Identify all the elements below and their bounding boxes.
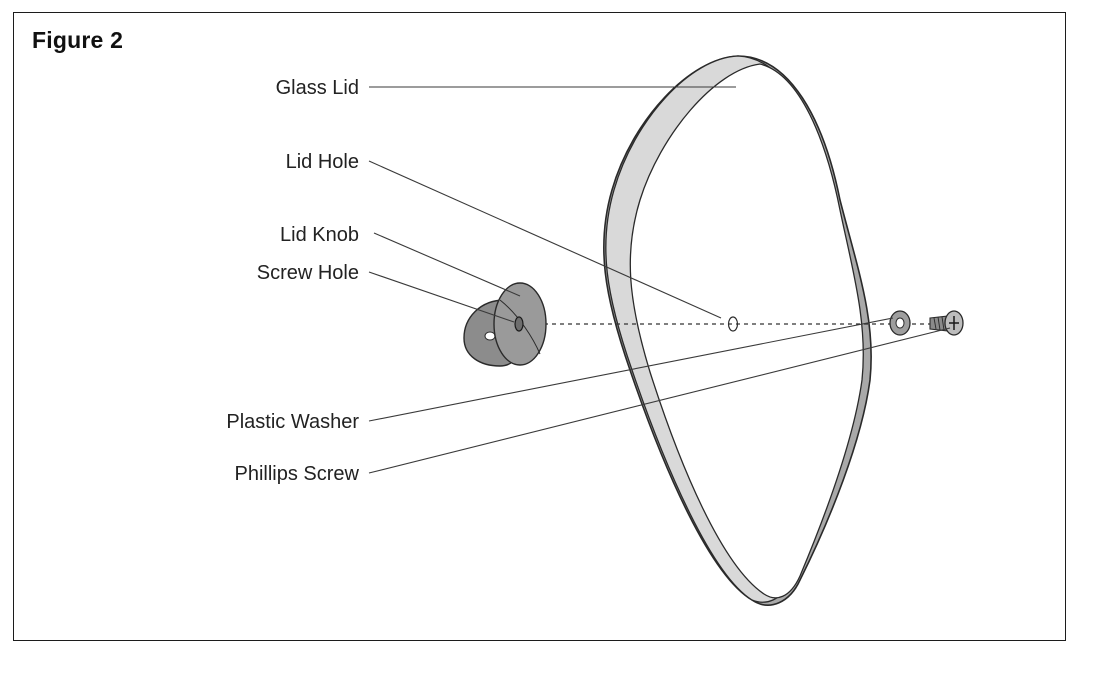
- lid-knob: [463, 282, 547, 367]
- plastic-washer-hole: [895, 317, 905, 329]
- lid-knob-rear-opening: [484, 331, 496, 341]
- screw-hole: [514, 316, 524, 332]
- phillips-cross-icon: [949, 316, 959, 330]
- lid-knob-shading: [499, 299, 541, 355]
- glass-lid-inner-edge: [629, 63, 864, 599]
- leader-line-screw-hole: [368, 271, 515, 323]
- leader-line-plastic-washer: [368, 317, 894, 422]
- leader-lines: [368, 86, 951, 474]
- figure-title: Figure 2: [32, 27, 124, 53]
- leader-line-lid-hole: [368, 160, 722, 319]
- leader-line-phillips-screw: [368, 327, 951, 474]
- label-plastic-washer: Plastic Washer: [226, 411, 359, 433]
- plastic-washer: [889, 310, 911, 336]
- label-lid-knob: Lid Knob: [280, 224, 359, 246]
- label-phillips-screw: Phillips Screw: [234, 463, 359, 485]
- phillips-screw: [929, 310, 964, 336]
- label-glass-lid: Glass Lid: [275, 77, 359, 99]
- label-lid-hole: Lid Hole: [285, 151, 359, 173]
- phillips-screw-thread-lines: [933, 316, 945, 331]
- leader-line-lid-knob: [373, 232, 521, 297]
- label-screw-hole: Screw Hole: [256, 262, 359, 284]
